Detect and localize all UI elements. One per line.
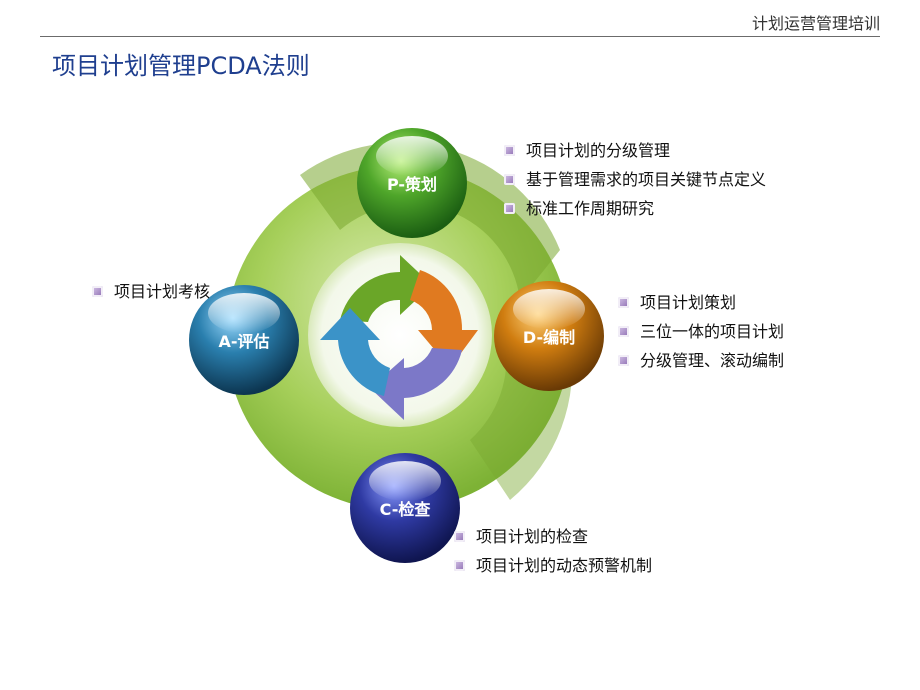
list-item: 项目计划策划 <box>612 292 788 313</box>
node-do-label: D-编制 <box>523 328 575 347</box>
arrow-orange <box>410 270 478 368</box>
arrow-purple <box>370 348 462 420</box>
header-divider <box>40 36 880 37</box>
do-bullets: 项目计划策划 三位一体的项目计划 分级管理、滚动编制 <box>612 292 788 379</box>
arrow-green <box>340 255 432 322</box>
bullet-marker <box>504 174 515 185</box>
node-plan-label: P-策划 <box>387 175 437 194</box>
check-bullets: 项目计划的检查 项目计划的动态预警机制 <box>448 526 678 584</box>
node-check-label: C-检查 <box>380 500 431 519</box>
bullet-marker <box>454 531 465 542</box>
slide-title: 项目计划管理PCDA法则 <box>52 52 310 80</box>
cycle-arrows <box>320 255 478 420</box>
plan-bullets: 项目计划的分级管理 基于管理需求的项目关键节点定义 标准工作周期研究 <box>498 140 778 227</box>
list-item: 项目计划的检查 <box>448 526 678 547</box>
bullet-marker <box>618 355 629 366</box>
bullet-marker <box>454 560 465 571</box>
list-item: 项目计划的分级管理 <box>498 140 778 161</box>
node-assess-label: A-评估 <box>218 332 269 351</box>
list-item: 基于管理需求的项目关键节点定义 <box>498 169 778 190</box>
arrow-blue <box>320 308 390 396</box>
list-item: 项目计划的动态预警机制 <box>448 555 678 576</box>
bullet-marker <box>618 326 629 337</box>
node-plan: P-策划 <box>357 128 467 238</box>
list-item: 分级管理、滚动编制 <box>612 350 788 371</box>
list-item: 项目计划考核 <box>86 281 221 302</box>
bullet-marker <box>92 286 103 297</box>
node-check: C-检查 <box>350 453 460 563</box>
bullet-marker <box>504 145 515 156</box>
bullet-marker <box>504 203 515 214</box>
bullet-marker <box>618 297 629 308</box>
node-assess: A-评估 <box>189 285 299 395</box>
header-title: 计划运营管理培训 <box>751 14 880 33</box>
assess-bullets: 项目计划考核 <box>86 281 221 310</box>
list-item: 标准工作周期研究 <box>498 198 778 219</box>
list-item: 三位一体的项目计划 <box>612 321 788 342</box>
node-do: D-编制 <box>494 281 604 391</box>
